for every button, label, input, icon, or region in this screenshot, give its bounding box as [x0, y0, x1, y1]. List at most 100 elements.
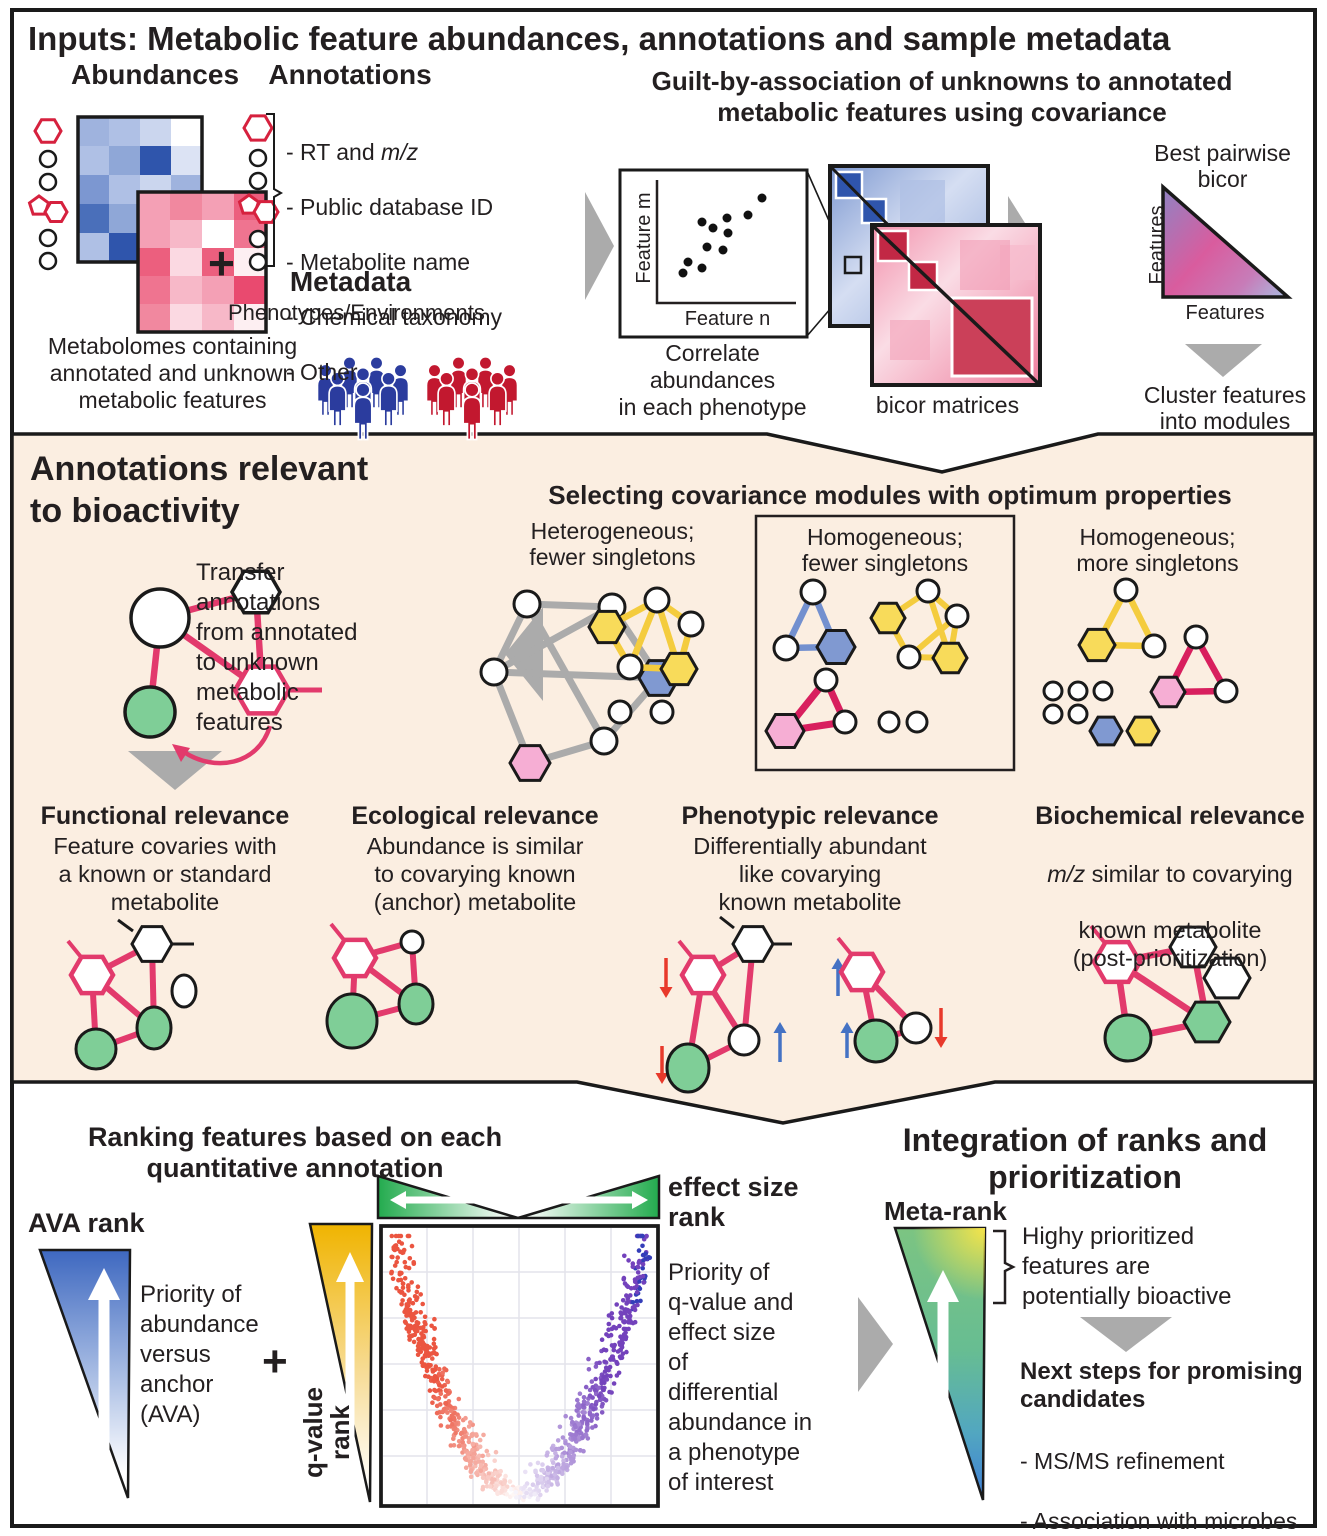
volcano-point [594, 1399, 599, 1405]
abundances-heatmaps [27, 115, 268, 334]
homogeneous-yellow-module [869, 578, 970, 675]
volcano-point [407, 1307, 413, 1313]
volcano-point [513, 1489, 519, 1495]
volcano-point [569, 1432, 575, 1438]
volcano-point [564, 1465, 569, 1470]
circle-unknown-feature-icon [38, 251, 58, 271]
volcano-point [523, 1469, 528, 1475]
volcano-point [625, 1307, 630, 1313]
volcano-point [474, 1470, 479, 1476]
qvalue-rank-label: q-value rank [298, 1386, 355, 1479]
volcano-point [521, 1485, 526, 1491]
volcano-point [561, 1458, 566, 1464]
volcano-point [546, 1479, 551, 1485]
circle-unknown-feature-icon [38, 149, 58, 169]
volcano-point [522, 1494, 527, 1500]
volcano-point [459, 1430, 465, 1436]
phenotypic-body: Differentially abundant like covarying k… [693, 833, 927, 915]
volcano-point [427, 1388, 433, 1393]
volcano-point [466, 1439, 472, 1445]
network-node-circle [915, 578, 941, 604]
functional-body: Feature covaries with a known or standar… [53, 833, 277, 915]
bond-stub [117, 918, 134, 933]
volcano-point [399, 1270, 404, 1276]
volcano-point [563, 1413, 568, 1419]
volcano-point [407, 1326, 413, 1332]
network-node-hexagon [587, 609, 627, 645]
arrowhead [659, 987, 673, 998]
network-node-hexagon [764, 713, 806, 749]
volcano-point [468, 1474, 474, 1479]
volcano-point [473, 1432, 479, 1437]
circle-unknown-feature-icon [38, 172, 58, 192]
volcano-point [402, 1259, 408, 1265]
volcano-point [445, 1410, 450, 1415]
heatmap-cell [78, 233, 109, 262]
ecological-network [325, 922, 435, 1050]
volcano-point [601, 1347, 607, 1352]
volcano-point [463, 1434, 468, 1439]
network-node-hexagon [869, 601, 907, 635]
scatter-dot [697, 217, 707, 227]
volcano-point [535, 1480, 541, 1486]
heatmap-cell [170, 192, 202, 220]
volcano-point [480, 1453, 486, 1459]
network-node-circle [607, 699, 633, 725]
hexagon-annotated-feature-icon [33, 118, 63, 144]
volcano-point [603, 1398, 609, 1403]
transfer-text: Transfer annotations from annotated to u… [196, 559, 358, 736]
volcano-point [405, 1233, 411, 1239]
volcano-point [604, 1332, 609, 1337]
volcano-point [414, 1297, 419, 1303]
bond-stub [1089, 924, 1107, 945]
network-node-circle [1213, 678, 1239, 704]
annotation-item: - Public database ID [286, 193, 494, 220]
volcano-point [586, 1356, 591, 1362]
volcano-point [453, 1430, 458, 1436]
effect-size-rank-shape [376, 1174, 661, 1220]
biochemical-body: m/z similar to covarying known metabolit… [1015, 832, 1325, 1000]
volcano-point [432, 1316, 437, 1322]
next-steps-list: - MS/MS refinement - Association with mi… [1020, 1416, 1297, 1536]
network-node-circle [877, 710, 901, 734]
volcano-point [481, 1432, 486, 1438]
volcano-point [476, 1459, 482, 1464]
volcano-point [596, 1393, 602, 1399]
volcano-point [560, 1435, 566, 1440]
volcano-point [545, 1484, 551, 1489]
volcano-point [606, 1327, 611, 1332]
volcano-point [418, 1310, 424, 1315]
heatmap-cell [170, 220, 202, 248]
volcano-point [634, 1284, 639, 1289]
volcano-point [395, 1255, 401, 1260]
arrowhead [934, 1037, 948, 1048]
volcano-point [487, 1484, 493, 1489]
volcano-point [413, 1329, 419, 1334]
volcano-point [486, 1475, 491, 1480]
heterogeneous-yellow-module [587, 586, 705, 687]
network-node-ellipse [135, 1005, 173, 1051]
biochemical-network [1089, 924, 1252, 1063]
volcano-point [609, 1311, 615, 1316]
network-node-ellipse [325, 992, 379, 1050]
volcano-point [480, 1486, 486, 1492]
annotation-item: - Chemical taxonomy [286, 303, 503, 330]
homogeneous-red-module [764, 667, 858, 749]
network-node-circle [399, 929, 425, 955]
volcano-point [524, 1490, 529, 1496]
network-node-circle [1141, 633, 1167, 659]
volcano-point [423, 1350, 429, 1356]
volcano-point [555, 1465, 561, 1471]
volcano-point [635, 1270, 641, 1275]
volcano-point [463, 1457, 469, 1462]
volcano-point [586, 1367, 592, 1372]
scatter-dot [743, 210, 753, 220]
volcano-point [626, 1258, 631, 1263]
volcano-point [417, 1346, 423, 1352]
volcano-point [639, 1233, 645, 1239]
meta-rank-triangle [893, 1226, 987, 1501]
volcano-point [573, 1432, 579, 1437]
zoom-source-cell [843, 255, 863, 275]
volcano-point [638, 1298, 643, 1304]
heatmap-cell [138, 192, 170, 220]
